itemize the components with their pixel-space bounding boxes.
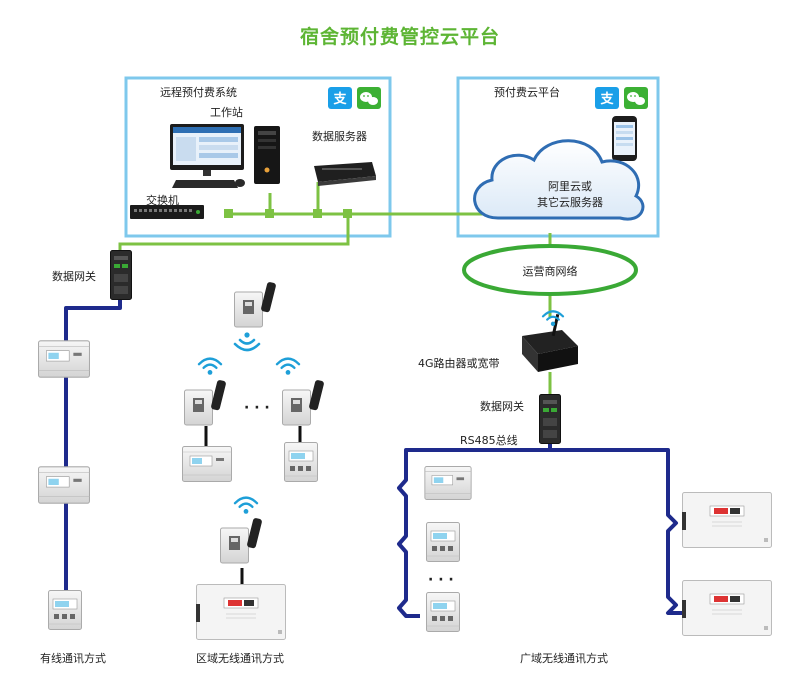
cloud-line1-label: 阿里云或 xyxy=(548,180,592,193)
right-bus xyxy=(397,444,686,618)
wired-meter-3 xyxy=(48,590,82,630)
wide-meter-2 xyxy=(426,522,460,562)
data-server xyxy=(314,162,376,186)
smartphone-icon xyxy=(612,116,637,161)
wired-meter-2 xyxy=(38,466,90,504)
left-bus xyxy=(64,300,122,620)
remote-system-label: 远程预付费系统 xyxy=(160,86,237,99)
wechat-icon xyxy=(624,87,648,109)
carrier-network-ellipse xyxy=(462,244,638,296)
wide-meter-1 xyxy=(424,466,472,500)
network-switch xyxy=(130,205,204,219)
data-gateway-left-label: 数据网关 xyxy=(52,270,96,283)
wide-big-meter-1 xyxy=(682,492,772,548)
wireless-breaker-left xyxy=(184,380,227,426)
page-title: 宿舍预付费管控云平台 xyxy=(299,26,500,48)
router-4g xyxy=(522,314,578,372)
workstation-monitor xyxy=(170,124,244,176)
switch-label: 交换机 xyxy=(146,194,179,207)
wifi-icon xyxy=(197,357,223,377)
alipay-icon xyxy=(595,87,619,109)
wifi-icon xyxy=(541,310,565,328)
router-4g-label: 4G路由器或宽带 xyxy=(418,357,500,370)
alipay-glyph: 支 xyxy=(333,92,347,107)
area-meter-left xyxy=(182,446,232,482)
green-junctions xyxy=(224,209,352,218)
wechat-icon xyxy=(357,87,381,109)
wifi-icon xyxy=(233,331,261,352)
data-gateway-left xyxy=(110,250,132,300)
wireless-breaker-bottom xyxy=(220,518,263,564)
wide-wireless-mode-label: 广域无线通讯方式 xyxy=(520,652,608,665)
data-gateway-right-label: 数据网关 xyxy=(480,400,524,413)
area-meter-right xyxy=(284,442,318,482)
alipay-icon xyxy=(328,87,352,109)
workstation-label: 工作站 xyxy=(210,106,243,119)
wide-meter-3 xyxy=(426,592,460,632)
area-wireless-mode-label: 区域无线通讯方式 xyxy=(196,652,284,665)
wireless-breaker-right xyxy=(282,380,325,426)
carrier-network-label: 运营商网络 xyxy=(522,265,578,278)
cloud-line2-label: 其它云服务器 xyxy=(537,196,603,209)
wide-big-meter-2 xyxy=(682,580,772,636)
cloud-icon xyxy=(473,139,645,221)
wireless-breaker-top xyxy=(234,282,277,328)
data-gateway-right xyxy=(539,394,561,444)
wired-meter-1 xyxy=(38,340,90,378)
wifi-icon xyxy=(275,357,301,377)
ellipsis-mid: · · · xyxy=(244,400,270,416)
keyboard xyxy=(172,179,245,188)
wifi-icon xyxy=(233,496,259,516)
area-big-meter xyxy=(196,584,286,640)
wired-mode-label: 有线通讯方式 xyxy=(40,652,106,665)
ellipsis-right: · · · xyxy=(428,572,454,588)
rs485-label: RS485总线 xyxy=(460,434,518,447)
alipay-glyph: 支 xyxy=(600,92,614,107)
cloud-platform-label: 预付费云平台 xyxy=(494,86,560,99)
workstation-tower xyxy=(254,126,280,184)
data-server-label: 数据服务器 xyxy=(312,130,367,143)
